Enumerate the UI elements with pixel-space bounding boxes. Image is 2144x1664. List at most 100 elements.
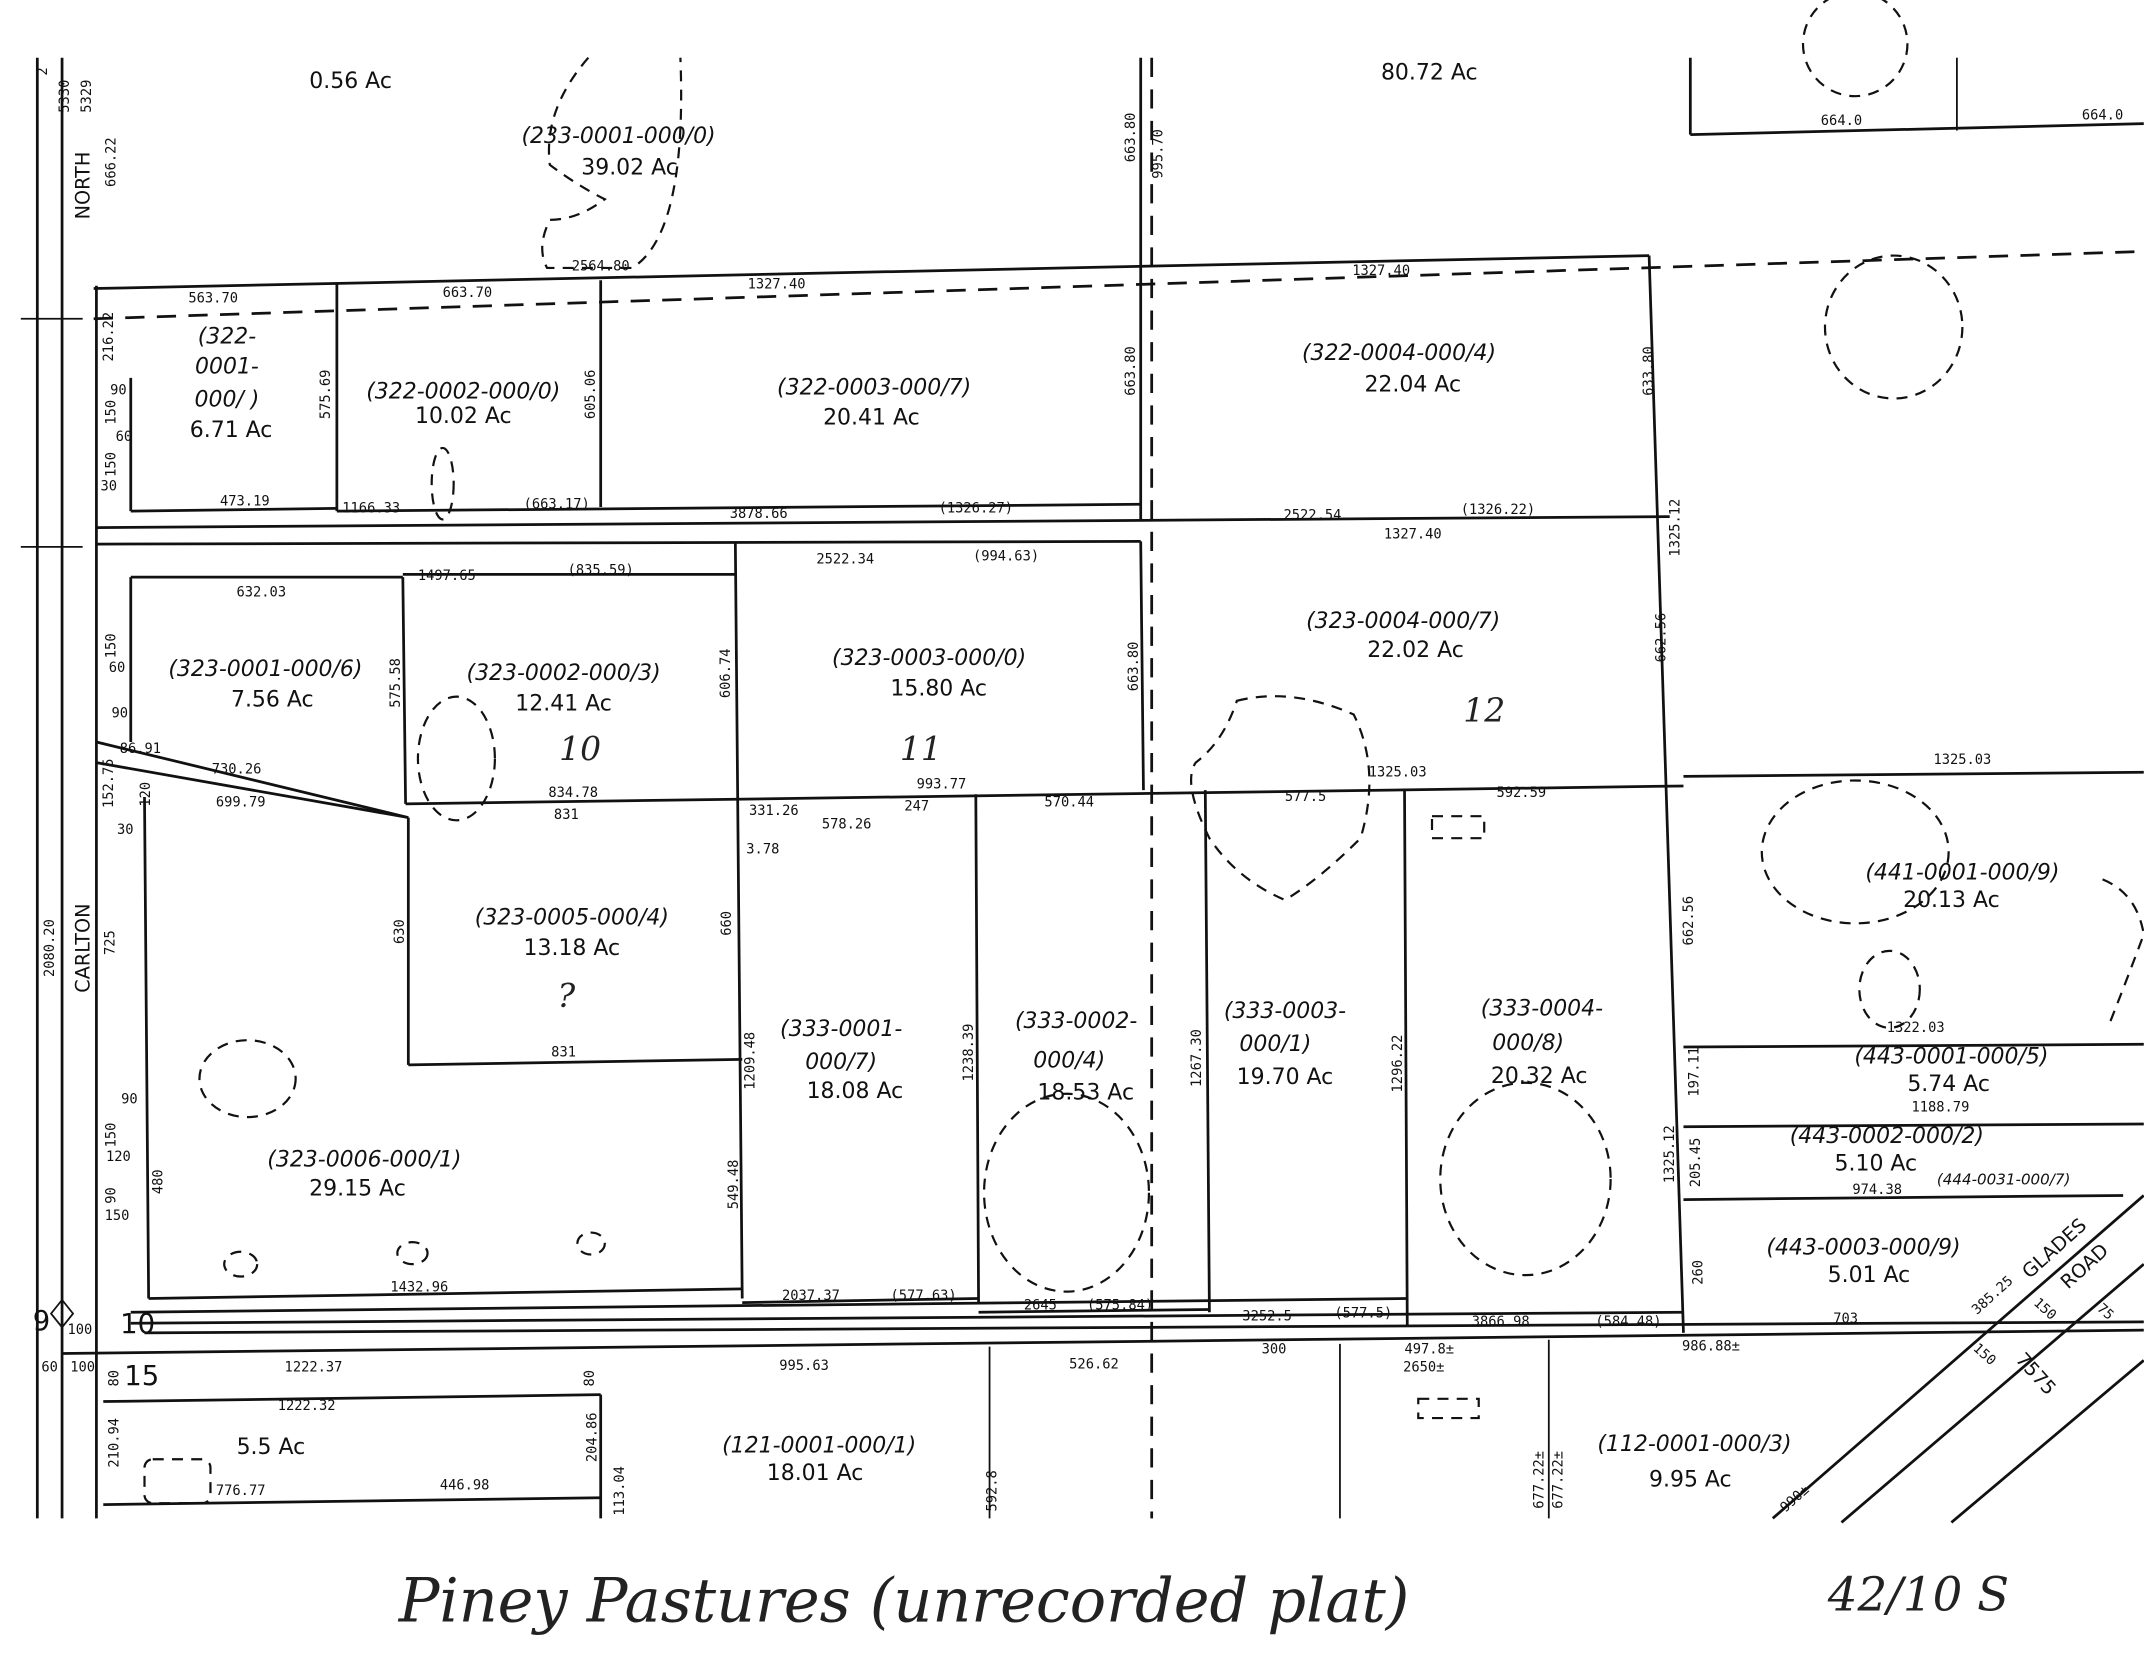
parcel-acres: 15.80 Ac xyxy=(890,676,987,701)
dim-label: 725 xyxy=(102,930,118,955)
parcel-333-0001[interactable]: (333-0001- 000/7) 18.08 Ac xyxy=(780,1017,903,1104)
dim-label: 5329 xyxy=(79,80,95,113)
parcel-322-0003[interactable]: (322-0003-000/7) 20.41 Ac xyxy=(777,375,971,430)
parcel-id: (121-0001-000/1) xyxy=(722,1433,916,1458)
dimension-labels: 5330 5329 666.22 2564.80 563.70 663.70 1… xyxy=(41,80,2123,1516)
parcel-323-0002[interactable]: (323-0002-000/3) 12.41 Ac xyxy=(467,661,661,716)
parcel-id: (322-0004-000/4) xyxy=(1302,341,1496,366)
dim-label: 216.22 xyxy=(101,312,117,362)
dim-label: 677.22± xyxy=(1551,1451,1567,1509)
parcel-acres: 9.95 Ac xyxy=(1649,1468,1732,1493)
dim-label: 703 xyxy=(1833,1311,1858,1327)
dim-label: 993.77 xyxy=(917,777,967,793)
dim-label: 1327.40 xyxy=(1352,263,1410,279)
parcel-322-0004[interactable]: (322-0004-000/4) 22.04 Ac xyxy=(1302,341,1496,398)
parcel-322-0001[interactable]: (322- 0001- 000/ ) 6.71 Ac xyxy=(190,325,273,443)
handwritten-reference: 42/10 S xyxy=(1827,1568,2009,1622)
parcel-acres: 5.5 Ac xyxy=(237,1435,306,1460)
handwritten-lot-12: 12 xyxy=(1463,690,1505,729)
dim-label: 80 xyxy=(106,1370,122,1387)
parcel-323-0001[interactable]: (323-0001-000/6) 7.56 Ac xyxy=(168,657,362,712)
parcel-acres: 10.02 Ac xyxy=(415,404,512,429)
dim-label: 100 xyxy=(70,1359,95,1375)
parcel-acres: 7.56 Ac xyxy=(231,687,314,712)
dim-label: (575.84) xyxy=(1087,1297,1153,1313)
dim-label: 446.98 xyxy=(440,1477,490,1493)
dim-label: 1327.40 xyxy=(748,277,806,293)
parcel-acres: 22.04 Ac xyxy=(1364,373,1461,398)
parcel-acres: 5.01 Ac xyxy=(1828,1263,1911,1288)
dim-label: 563.70 xyxy=(188,290,238,306)
dim-label: 100 xyxy=(68,1322,93,1338)
section-2: 2 xyxy=(35,67,51,75)
dim-label: 995.70 xyxy=(1151,129,1167,179)
parcel-id-line: 000/7) xyxy=(805,1050,877,1075)
parcel-id: (443-0001-000/5) xyxy=(1854,1045,2048,1070)
dim-label: 677.22± xyxy=(1531,1451,1547,1509)
dim-label: 1296.22 xyxy=(1390,1035,1406,1093)
parcel-333-0003[interactable]: (333-0003- 000/1) 19.70 Ac xyxy=(1224,999,1346,1090)
dim-label: 90 xyxy=(121,1091,138,1107)
dim-label: 1222.37 xyxy=(285,1359,343,1375)
parcel-333-0004[interactable]: (333-0004- 000/8) 20.32 Ac xyxy=(1481,996,1603,1088)
dim-label: 150 xyxy=(104,452,120,477)
dim-label: 662.56 xyxy=(1654,613,1670,663)
parcel-id-line: 000/ ) xyxy=(195,388,260,413)
dim-label: 577.5 xyxy=(1285,789,1326,805)
parcel-acres: 19.70 Ac xyxy=(1237,1065,1334,1090)
parcel-323-0004[interactable]: (323-0004-000/7) 22.02 Ac xyxy=(1306,609,1500,663)
parcel-443-0002[interactable]: (443-0002-000/2) 5.10 Ac xyxy=(1790,1124,1984,1176)
dim-label: (577.63) xyxy=(891,1288,957,1304)
parcel-top-left[interactable]: 0.56 Ac xyxy=(309,69,392,94)
dim-label: (577.5) xyxy=(1334,1306,1392,1322)
parcel-323-0006[interactable]: (323-0006-000/1) 29.15 Ac xyxy=(267,1148,461,1202)
parcel-lower-left[interactable]: 5.5 Ac xyxy=(237,1435,306,1460)
dim-label: 1325.12 xyxy=(1667,499,1683,557)
parcel-443-0003[interactable]: (443-0003-000/9) 5.01 Ac xyxy=(1766,1236,1960,1288)
dim-label: 2650± xyxy=(1403,1359,1444,1375)
parcel-acres: 20.13 Ac xyxy=(1903,888,2000,913)
dim-label: 197.11 xyxy=(1687,1047,1703,1097)
parcel-233-0001[interactable]: (233-0001-000/0) 39.02 Ac xyxy=(521,124,715,181)
parcel-id: (323-0004-000/7) xyxy=(1306,609,1500,634)
dim-label: 60 xyxy=(41,1359,58,1375)
parcel-acres: 0.56 Ac xyxy=(309,69,392,94)
dim-label: 331.26 xyxy=(749,803,799,819)
parcel-id: (323-0006-000/1) xyxy=(267,1148,461,1173)
parcel-323-0005[interactable]: (323-0005-000/4) 13.18 Ac xyxy=(475,906,669,961)
dim-label: 152.75 xyxy=(101,758,117,808)
dim-label: 662.56 xyxy=(1681,896,1697,946)
dim-label: 2522.54 xyxy=(1284,507,1342,523)
parcel-112-0001[interactable]: (112-0001-000/3) 9.95 Ac xyxy=(1597,1432,1791,1493)
parcel-444-0031[interactable]: (444-0031-000/7) xyxy=(1937,1170,2071,1188)
dim-label: 575.58 xyxy=(388,658,404,708)
dim-label: 3878.66 xyxy=(730,506,788,522)
dim-label: 1325.03 xyxy=(1933,752,1991,768)
parcel-333-0002[interactable]: (333-0002- 000/4) 18.53 Ac xyxy=(1015,1009,1137,1105)
dim-label: 90 xyxy=(104,1187,120,1204)
dim-label: 663.70 xyxy=(443,285,493,301)
dim-label: 120 xyxy=(106,1149,131,1165)
parcel-top-center[interactable]: 80.72 Ac xyxy=(1381,61,1478,86)
dim-label: 1267.30 xyxy=(1189,1029,1205,1087)
dim-label: 113.04 xyxy=(612,1466,628,1516)
dim-label: 1325.12 xyxy=(1662,1125,1678,1183)
dim-label: 60 xyxy=(116,429,133,445)
handwritten-question: ? xyxy=(557,976,575,1015)
dim-label: 205.45 xyxy=(1688,1138,1704,1188)
dim-label: 2522.34 xyxy=(816,551,874,567)
parcel-121-0001[interactable]: (121-0001-000/1) 18.01 Ac xyxy=(722,1433,916,1485)
parcel-441-0001[interactable]: (441-0001-000/9) 20.13 Ac xyxy=(1865,860,2059,912)
parcel-443-0001[interactable]: (443-0001-000/5) 5.74 Ac xyxy=(1854,1045,2048,1097)
parcel-acres: 80.72 Ac xyxy=(1381,61,1478,86)
parcel-323-0003[interactable]: (323-0003-000/0) 15.80 Ac xyxy=(832,646,1026,701)
dim-label: 633.80 xyxy=(1641,346,1657,396)
parcel-id: (441-0001-000/9) xyxy=(1865,860,2059,885)
dim-label: 663.80 xyxy=(1123,346,1139,396)
dim-label: 30 xyxy=(117,822,134,838)
dim-label: 247 xyxy=(904,799,929,815)
parcel-id: (443-0003-000/9) xyxy=(1766,1236,1960,1261)
dim-label: 1432.96 xyxy=(390,1280,448,1296)
parcel-id: (323-0005-000/4) xyxy=(475,906,669,931)
parcel-322-0002[interactable]: (322-0002-000/0) 10.02 Ac xyxy=(366,379,560,429)
